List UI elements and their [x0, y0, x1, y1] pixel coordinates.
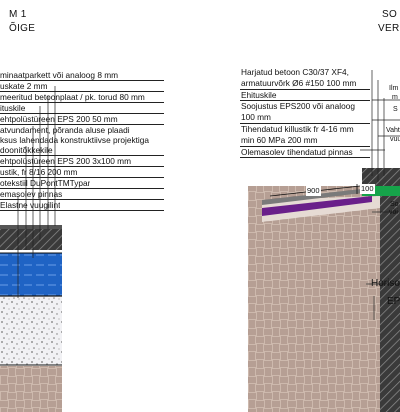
right-layer-5: Olemasolev tihendatud pinnas	[241, 147, 353, 157]
side-label-5: vuu	[390, 136, 400, 143]
right-title-line2: VER	[378, 23, 400, 34]
dimension-900: 900	[306, 186, 321, 196]
dimension-100: 100	[360, 184, 375, 194]
right-layer-1b: armatuurvõrk Ø6 #150 100 mm	[241, 78, 357, 88]
left-layer-13: Elastne vuugilint	[0, 200, 61, 210]
right-layer-1a: Harjatud betoon C30/37 XF4,	[241, 67, 349, 77]
soil-right	[248, 186, 385, 412]
eps-layer-1	[0, 253, 62, 264]
side-label-3: S	[393, 106, 398, 113]
soil-left	[0, 366, 62, 412]
right-layer-3b: 100 mm	[241, 112, 271, 122]
eps-layer-2	[0, 264, 62, 275]
horizon-label: Horiso	[371, 278, 400, 289]
insulation-purple	[262, 196, 372, 216]
left-layer-12: emasolev pinnas	[0, 189, 63, 199]
left-layer-8: doonitõkkekile	[0, 145, 53, 155]
wall-dark	[380, 196, 400, 412]
left-title-line1: M 1	[9, 9, 27, 20]
lower-label-1: So	[390, 201, 399, 208]
left-layer-7: ksus lahendada konstruktiivse projektiga	[0, 135, 149, 145]
left-layer-1: minaatparkett või analoog 8 mm	[0, 70, 119, 80]
eps-layer-4	[0, 286, 62, 296]
lower-label-2: või	[389, 209, 398, 216]
side-label-1: Ilm	[389, 85, 399, 92]
ep-label: EP	[387, 296, 400, 307]
floor-slab-hatch	[0, 228, 62, 250]
right-layer-4a: Tihendatud killustik fr 4-16 mm	[241, 124, 354, 134]
left-layer-2: uskate 2 mm	[0, 81, 48, 91]
right-title-line1: SO	[382, 9, 398, 20]
concrete-top	[262, 189, 362, 205]
left-layer-4: ituskile	[0, 103, 26, 113]
right-layer-3a: Soojustus EPS200 või analoog	[241, 101, 355, 111]
left-layer-5: ehtpolüstüreen EPS 200 50 mm	[0, 114, 118, 124]
left-layer-3: meeritud betoonplaat / pk. torud 80 mm	[0, 92, 145, 102]
left-layer-10: ustik, fr 8/16 200 mm	[0, 167, 78, 177]
gravel-layer	[0, 297, 62, 365]
side-label-4: Vaht	[386, 127, 400, 134]
left-title-line2: ÕIGE	[9, 23, 36, 34]
side-label-2: m	[392, 94, 398, 101]
floor-thin-layer	[0, 225, 62, 229]
right-layer-4b: min 60 MPa 200 mm	[241, 135, 318, 145]
left-layer-6: atvundament, põranda aluse plaadi	[0, 125, 130, 135]
eps-layer-3	[0, 275, 62, 286]
left-layer-9: ehtpolüstüreen EPS 200 3x100 mm	[0, 156, 131, 166]
wall-cap	[362, 168, 400, 186]
right-layer-2: Ehituskile	[241, 90, 277, 100]
green-slab	[362, 186, 400, 196]
left-layer-11: otekstiil DuPontTMTypar	[0, 178, 91, 188]
